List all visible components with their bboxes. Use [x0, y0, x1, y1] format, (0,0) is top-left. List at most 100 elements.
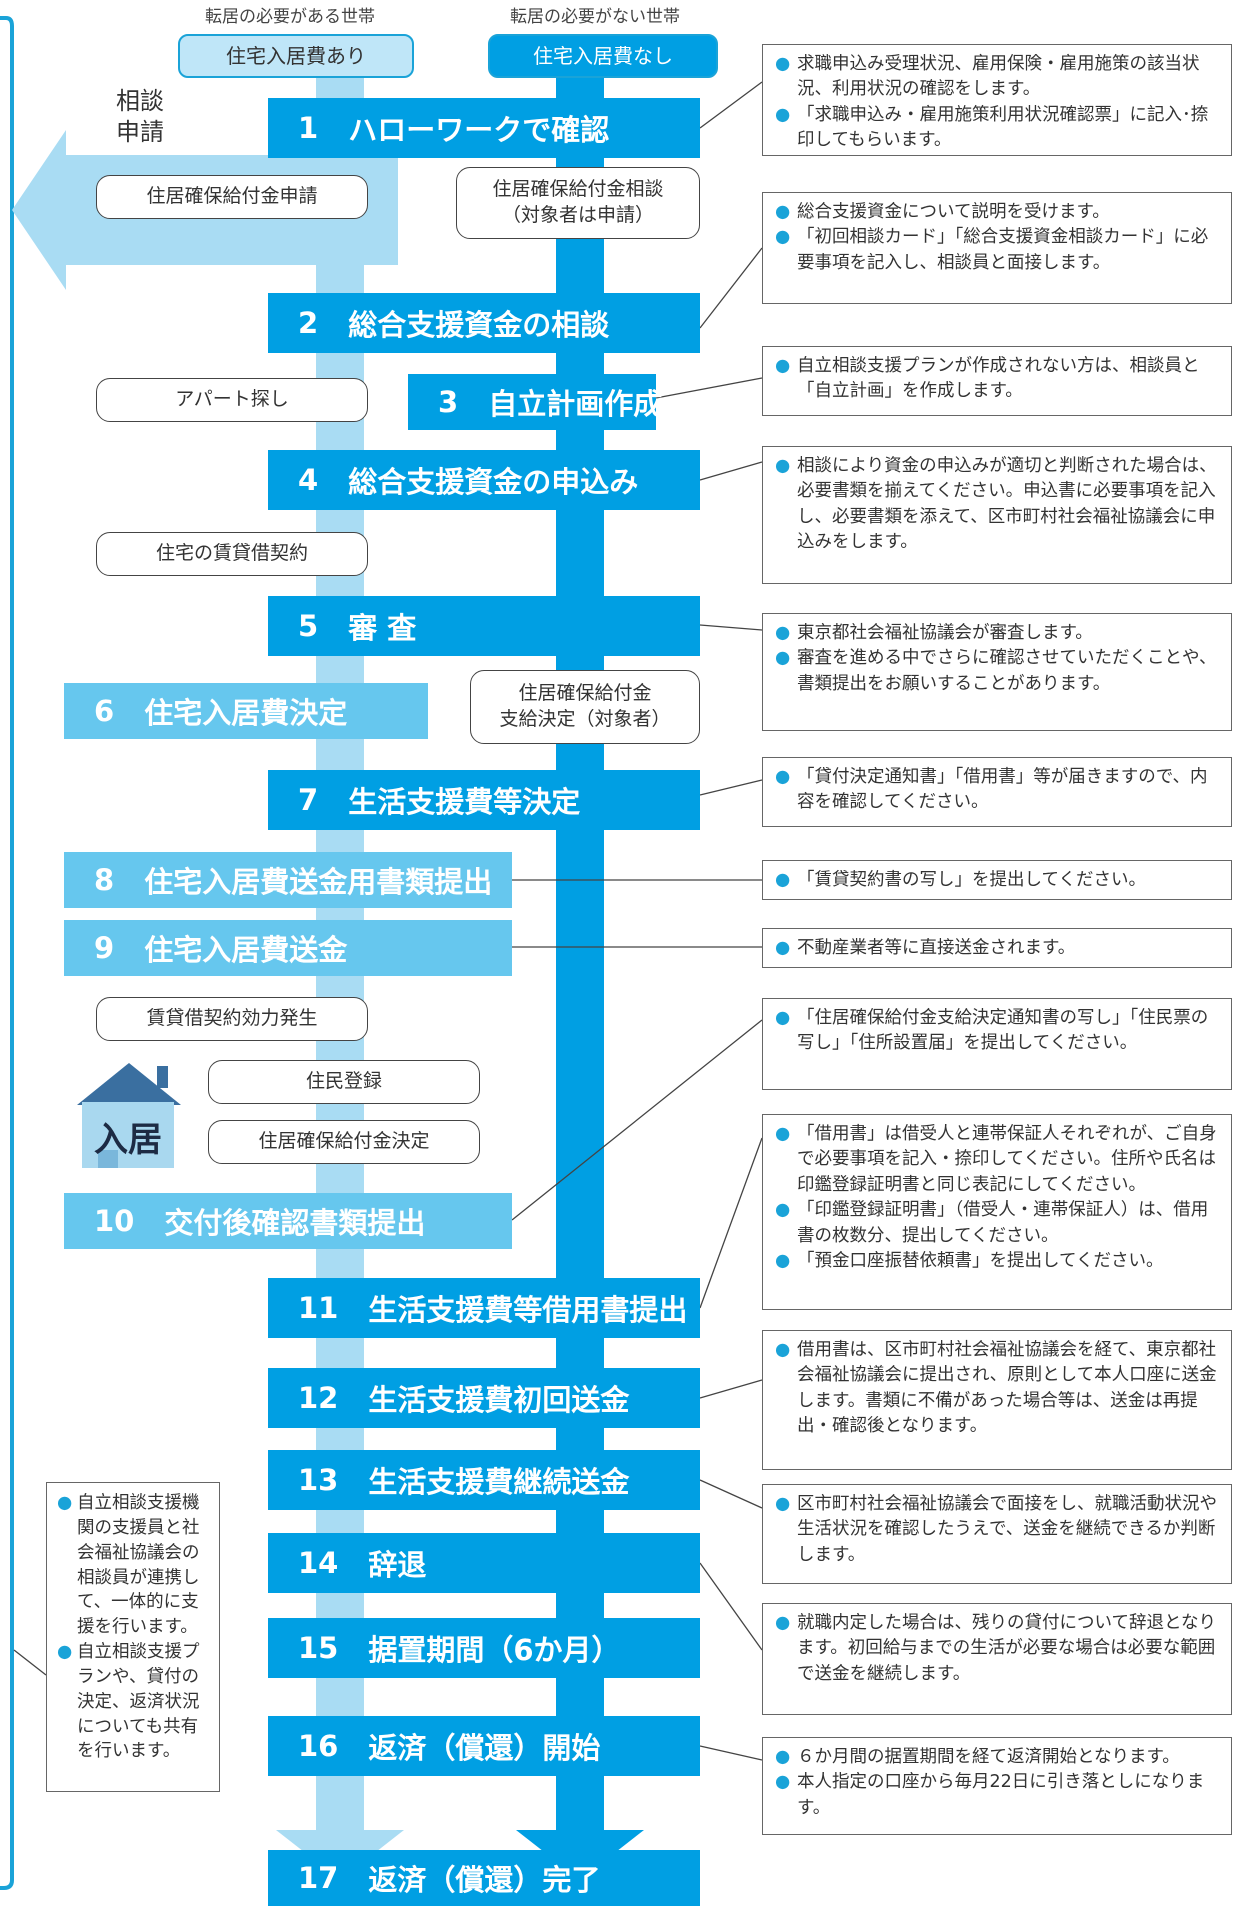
step-14: 14 辞退	[268, 1533, 700, 1593]
info-item: 「賃貸契約書の写し」を提出してください。	[775, 868, 1221, 893]
info-item: 「求職申込み・雇用施策利用状況確認票」に記入･捺印してもらいます。	[775, 103, 1221, 154]
info-item: 審査を進める中でさらに確認させていただくことや、書類提出をお願いすることがありま…	[775, 646, 1221, 697]
connector-lines	[13, 81, 763, 1761]
step-8: 8 住宅入居費送金用書類提出	[64, 852, 512, 908]
step-number: 17	[298, 1861, 339, 1895]
step-17: 17 返済（償還）完了	[268, 1850, 700, 1906]
step-label: 住宅入居費決定	[144, 696, 348, 730]
info-item: 本人指定の口座から毎月22日に引き落としになります。	[775, 1770, 1221, 1821]
pill-koryoku: 賃貸借契約効力発生	[96, 997, 368, 1041]
step-9: 9 住宅入居費送金	[64, 920, 512, 976]
side-note-item: 自立相談支援プランや、貸付の決定、返済状況についても共有を行います。	[57, 1640, 213, 1764]
info-item: 東京都社会福祉協議会が審査します。	[775, 621, 1221, 646]
info-item: 「印鑑登録証明書」（借受人・連帯保証人）は、借用書の枚数分、提出してください。	[775, 1198, 1221, 1249]
info-item: 自立相談支援プランが作成されない方は、相談員と「自立計画」を作成します。	[775, 354, 1221, 405]
step-label: ハローワークで確認	[348, 113, 610, 147]
step-label: 返済（償還）開始	[368, 1731, 601, 1765]
step-2: 2 総合支援資金の相談	[268, 293, 700, 353]
step-label: 交付後確認書類提出	[164, 1206, 426, 1240]
side-label: 相談 申請	[116, 87, 164, 147]
info-box-5: 東京都社会福祉協議会が審査します。 審査を進める中でさらに確認させていただくこと…	[762, 613, 1232, 731]
step-number: 7	[298, 783, 319, 817]
step-number: 16	[298, 1729, 339, 1763]
step-13: 13 生活支援費継続送金	[268, 1450, 700, 1510]
info-item: 就職内定した場合は、残りの貸付について辞退となります。初回給与までの生活が必要な…	[775, 1611, 1221, 1687]
house-icon	[77, 1063, 181, 1168]
step-number: 12	[298, 1381, 339, 1415]
step-15: 15 据置期間（6か月）	[268, 1618, 700, 1678]
info-item: 相談により資金の申込みが適切と判断された場合は、必要書類を揃えてください。申込書…	[775, 454, 1221, 556]
step-label: 住宅入居費送金	[144, 933, 348, 967]
info-item: 区市町村社会福祉協議会で面接をし、就職活動状況や生活状況を確認したうえで、送金を…	[775, 1492, 1221, 1568]
step-label: 自立計画作成	[488, 387, 663, 421]
step-label: 生活支援費等決定	[348, 785, 581, 819]
info-item: 総合支援資金について説明を受けます。	[775, 200, 1221, 225]
step-12: 12 生活支援費初回送金	[268, 1368, 700, 1428]
pill-jukyo-shinsei: 住居確保給付金申請	[96, 175, 368, 219]
step-number: 9	[94, 931, 115, 965]
right-top-pill: 住宅入居費なし	[488, 34, 718, 78]
side-note-item: 自立相談支援機関の支援員と社会福祉協議会の相談員が連携して、一体的に支援を行いま…	[57, 1491, 213, 1640]
step-label: 辞退	[368, 1548, 427, 1582]
step-number: 8	[94, 863, 115, 897]
step-number: 13	[298, 1463, 339, 1497]
step-4: 4 総合支援資金の申込み	[268, 450, 700, 510]
info-item: 「貸付決定通知書」「借用書」等が届きますので、内容を確認してください。	[775, 765, 1221, 816]
info-box-13: 区市町村社会福祉協議会で面接をし、就職活動状況や生活状況を確認したうえで、送金を…	[762, 1484, 1232, 1584]
info-item: 不動産業者等に直接送金されます。	[775, 936, 1221, 961]
step-11: 11 生活支援費等借用書提出	[268, 1278, 700, 1338]
info-box-16: ６か月間の据置期間を経て返済開始となります。 本人指定の口座から毎月22日に引き…	[762, 1737, 1232, 1835]
step-number: 10	[94, 1204, 135, 1238]
step-7: 7 生活支援費等決定	[268, 770, 700, 830]
left-caption: 転居の必要がある世帯	[205, 7, 375, 27]
info-box-9: 不動産業者等に直接送金されます。	[762, 928, 1232, 968]
step-number: 2	[298, 306, 319, 340]
step-label: 生活支援費継続送金	[368, 1465, 630, 1499]
info-box-4: 相談により資金の申込みが適切と判断された場合は、必要書類を揃えてください。申込書…	[762, 446, 1232, 584]
step-number: 14	[298, 1546, 339, 1580]
pill-apart: アパート探し	[96, 378, 368, 422]
info-box-10: 「住居確保給付金支給決定通知書の写し」「住民票の写し」「住所設置届」を提出してく…	[762, 998, 1232, 1090]
step-3: 3 自立計画作成	[408, 374, 662, 430]
info-box-3: 自立相談支援プランが作成されない方は、相談員と「自立計画」を作成します。	[762, 346, 1232, 416]
step-number: 6	[94, 694, 115, 728]
pill-kyufu-kettei-taisho: 住居確保給付金 支給決定（対象者）	[470, 670, 700, 744]
pill-kyufu-kettei: 住居確保給付金決定	[208, 1120, 480, 1164]
pill-chintai: 住宅の賃貸借契約	[96, 532, 368, 576]
info-box-1: 求職申込み受理状況、雇用保険・雇用施策の該当状況、利用状況の確認をします。 「求…	[762, 44, 1232, 156]
info-item: 「初回相談カード」「総合支援資金相談カード」に必要事項を記入し、相談員と面接しま…	[775, 225, 1221, 276]
info-box-14: 就職内定した場合は、残りの貸付について辞退となります。初回給与までの生活が必要な…	[762, 1603, 1232, 1715]
info-item: 「住居確保給付金支給決定通知書の写し」「住民票の写し」「住所設置届」を提出してく…	[775, 1006, 1221, 1057]
info-box-11: 「借用書」は借受人と連帯保証人それぞれが、ご自身で必要事項を記入・捺印してくださ…	[762, 1114, 1232, 1310]
pill-jumin: 住民登録	[208, 1060, 480, 1104]
step-label: 審 査	[348, 611, 417, 645]
step-10: 10 交付後確認書類提出	[64, 1193, 512, 1249]
step-number: 4	[298, 463, 319, 497]
step-label: 住宅入居費送金用書類提出	[144, 865, 493, 899]
step-6: 6 住宅入居費決定	[64, 683, 428, 739]
step-label: 総合支援資金の申込み	[348, 465, 639, 499]
info-item: 求職申込み受理状況、雇用保険・雇用施策の該当状況、利用状況の確認をします。	[775, 52, 1221, 103]
step-number: 11	[298, 1291, 339, 1325]
info-box-2: 総合支援資金について説明を受けます。 「初回相談カード」「総合支援資金相談カード…	[762, 192, 1232, 304]
step-16: 16 返済（償還）開始	[268, 1716, 700, 1776]
step-label: 総合支援資金の相談	[348, 308, 610, 342]
info-item: ６か月間の据置期間を経て返済開始となります。	[775, 1745, 1221, 1770]
left-top-pill: 住宅入居費あり	[178, 34, 414, 78]
info-box-12: 借用書は、区市町村社会福祉協議会を経て、東京都社会福祉協議会に提出され、原則とし…	[762, 1330, 1232, 1470]
info-item: 「預金口座振替依頼書」を提出してください。	[775, 1249, 1221, 1274]
left-bracket	[0, 16, 14, 1890]
step-number: 15	[298, 1631, 339, 1665]
step-label: 返済（償還）完了	[368, 1863, 601, 1897]
info-box-8: 「賃貸契約書の写し」を提出してください。	[762, 860, 1232, 900]
step-label: 生活支援費初回送金	[368, 1383, 630, 1417]
step-label: 据置期間（6か月）	[368, 1633, 621, 1667]
step-label: 生活支援費等借用書提出	[368, 1293, 688, 1327]
side-note-box: 自立相談支援機関の支援員と社会福祉協議会の相談員が連携して、一体的に支援を行いま…	[46, 1482, 220, 1792]
pill-jukyo-sodan: 住居確保給付金相談 （対象者は申請）	[456, 167, 700, 239]
step-number: 3	[438, 385, 459, 419]
info-item: 「借用書」は借受人と連帯保証人それぞれが、ご自身で必要事項を記入・捺印してくださ…	[775, 1122, 1221, 1198]
info-item: 借用書は、区市町村社会福祉協議会を経て、東京都社会福祉協議会に提出され、原則とし…	[775, 1338, 1221, 1440]
